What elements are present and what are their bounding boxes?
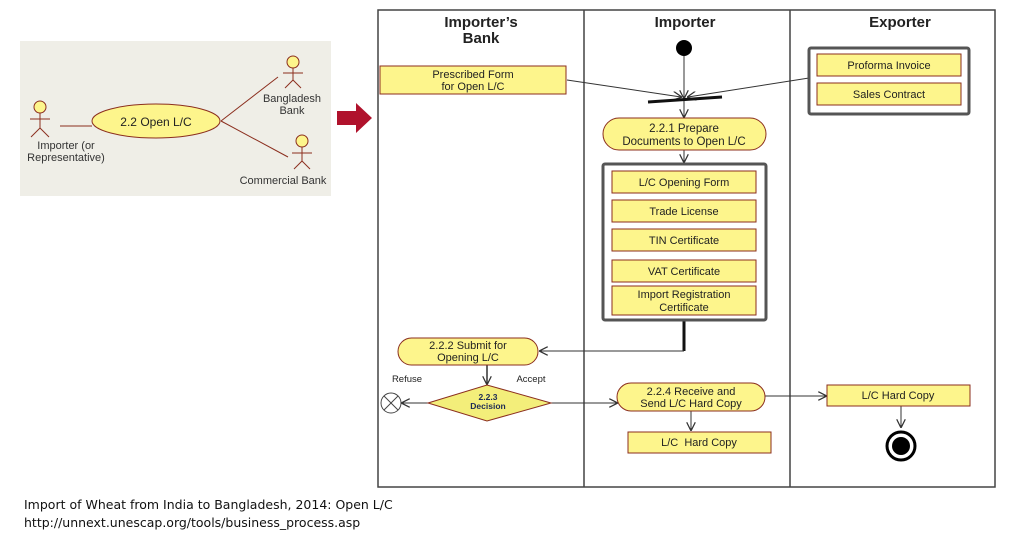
initial-node-icon: [676, 40, 692, 56]
association-commercial-bank: [220, 120, 289, 158]
flow-final-icon: [380, 392, 402, 414]
prepare-line-1: 2.2.1 Prepare: [649, 123, 719, 135]
vat-certificate-label: VAT Certificate: [648, 266, 720, 278]
lc-hard-copy-importer-label: L/C Hard Copy: [661, 437, 737, 449]
actor-importer-icon: [30, 100, 50, 138]
lane-title-importer: Importer: [655, 14, 716, 31]
prescribed-form-line-2: for Open L/C: [442, 81, 505, 93]
tin-certificate-label: TIN Certificate: [649, 235, 719, 247]
import-registration-line-2: Certificate: [659, 302, 709, 314]
lane-title-exporter: Exporter: [869, 14, 931, 31]
action-submit-opening: 2.2.2 Submit for Opening L/C: [397, 337, 539, 366]
edge-exporter-docs-to-join: [688, 77, 810, 97]
caption-source-url: http://unnext.unescap.org/tools/business…: [24, 515, 361, 530]
action-receive-send: 2.2.4 Receive and Send L/C Hard Copy: [616, 382, 766, 412]
trade-license-label: Trade License: [649, 206, 718, 218]
lane-title-importers-bank-2: Bank: [463, 30, 500, 47]
lc-opening-form-label: L/C Opening Form: [639, 177, 729, 189]
object-proforma-invoice: [816, 53, 962, 77]
edge-prescribed-form-to-join: [566, 79, 681, 97]
association-bangladesh-bank: [220, 76, 279, 122]
object-lc-hard-copy-exporter: L/C Hard Copy: [826, 384, 971, 407]
decision-node: 2.2.3 Decision: [426, 384, 553, 422]
actor-bangladesh-bank-label-1: Bangladesh: [263, 93, 321, 105]
decision-line-2: Decision: [470, 401, 505, 411]
lc-hard-copy-exporter-label: L/C Hard Copy: [862, 390, 935, 402]
object-tin-certificate: [611, 228, 757, 252]
object-sales-contract: [816, 82, 962, 106]
decision-line-1: 2.2.3: [479, 392, 498, 402]
object-lc-hard-copy-importer: L/C Hard Copy: [627, 431, 772, 454]
object-prescribed-form: Prescribed Form for Open L/C: [379, 65, 567, 95]
proforma-invoice-label: Proforma Invoice: [847, 60, 930, 72]
use-case-panel: 2.2 Open L/C Importer (or Representative…: [20, 41, 331, 196]
lane-title-importers-bank-1: Importer’s: [444, 14, 517, 31]
object-trade-license: [611, 199, 757, 223]
flow-edges: [402, 56, 901, 430]
join-bar: [647, 95, 723, 104]
sales-contract-label: Sales Contract: [853, 89, 925, 101]
receive-send-line-2: Send L/C Hard Copy: [640, 398, 742, 410]
prepare-line-2: Documents to Open L/C: [622, 136, 745, 148]
accept-label: Accept: [516, 374, 545, 385]
activity-final-icon: [885, 430, 917, 462]
actor-bangladesh-bank-icon: [283, 55, 303, 89]
importer-documents-group: L/C Opening Form Trade License TIN Certi…: [601, 162, 768, 322]
exporter-documents-group: Proforma Invoice Sales Contract: [807, 46, 971, 116]
object-import-registration: [611, 285, 757, 316]
actor-bangladesh-bank-label-2: Bank: [279, 105, 305, 117]
actor-commercial-bank-icon: [292, 134, 312, 170]
actor-importer-label-2: Representative): [27, 152, 105, 164]
prescribed-form-line-1: Prescribed Form: [432, 69, 513, 81]
use-case-open-lc: [91, 103, 221, 139]
refuse-label: Refuse: [392, 374, 422, 385]
submit-line-2: Opening L/C: [437, 352, 499, 364]
submit-line-1: 2.2.2 Submit for: [429, 340, 507, 352]
receive-send-line-1: 2.2.4 Receive and: [647, 386, 736, 398]
transition-arrow-icon: [337, 103, 372, 133]
import-registration-line-1: Import Registration: [638, 289, 731, 301]
use-case-label: 2.2 Open L/C: [120, 115, 192, 129]
actor-importer-label-1: Importer (or: [37, 140, 95, 152]
object-lc-opening-form: [611, 170, 757, 194]
action-prepare-documents: 2.2.1 Prepare Documents to Open L/C: [602, 117, 767, 151]
caption-title: Import of Wheat from India to Bangladesh…: [24, 497, 393, 512]
actor-commercial-bank-label: Commercial Bank: [240, 175, 327, 187]
object-vat-certificate: [611, 259, 757, 283]
